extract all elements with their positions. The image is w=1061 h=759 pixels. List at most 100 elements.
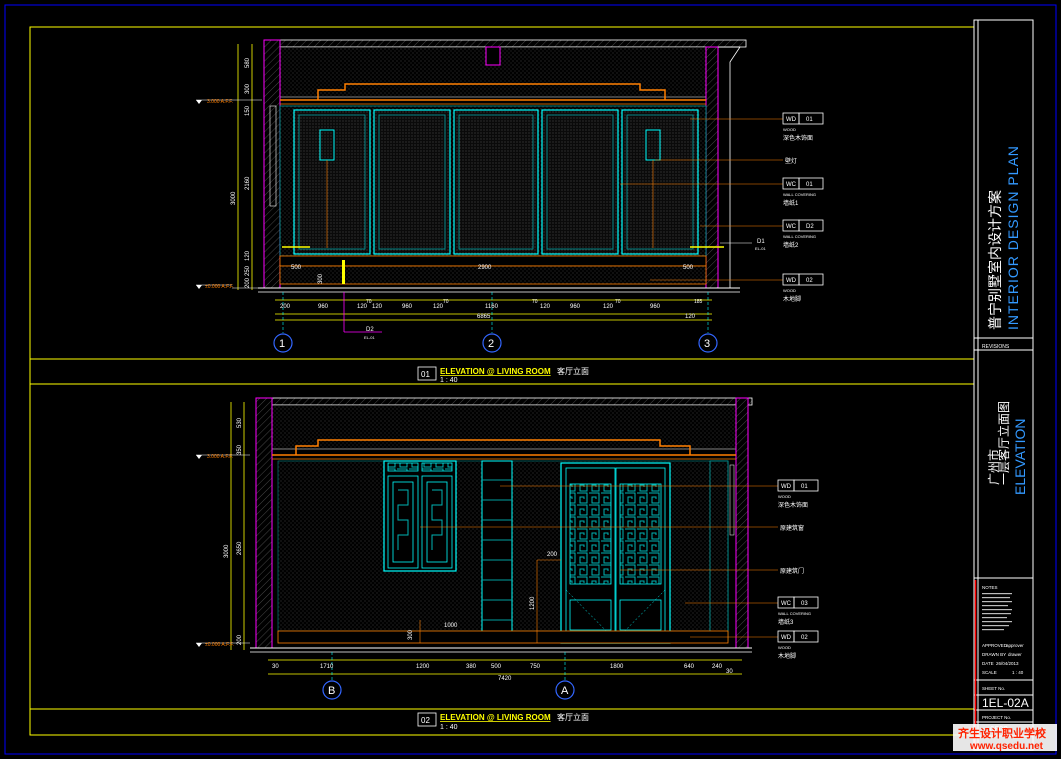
e2-inner-dim-2: 300 — [408, 629, 414, 640]
e2-height-dim-4: 2650 — [237, 541, 243, 555]
e1-overall-dim-2: 120 — [685, 314, 696, 320]
e2-bottom-dim-6: 750 — [530, 664, 541, 670]
e2-title: ELEVATION @ LIVING ROOM — [440, 713, 551, 722]
e1-bottom-dim-3: 120 — [357, 304, 368, 310]
e2-title-num: 02 — [421, 716, 430, 725]
e1-section-ref-2: EL-01 — [364, 335, 375, 340]
date-label: DATE — [982, 661, 994, 666]
e1-title: ELEVATION @ LIVING ROOM — [440, 367, 551, 376]
notes-label: NOTES — [982, 585, 998, 590]
e1-bottom-dim-7: 120 — [433, 304, 444, 310]
e2-level-top: 3.000 A.F.F. — [207, 454, 233, 460]
e1-height-dim-7: 250 — [245, 265, 251, 276]
e1-height-dim-4: 2160 — [245, 176, 251, 190]
e1-tag-4-sub: WOOD — [783, 288, 796, 293]
e1-tag-wc01 — [782, 177, 824, 190]
e1-inner-dim-1: 500 — [291, 265, 302, 271]
e2-grid-a: A — [561, 685, 569, 697]
e1-tag-wd01 — [782, 112, 824, 125]
e1-grid-2: 2 — [488, 338, 494, 350]
e2-tag-wc03 — [777, 596, 819, 609]
e2-bottom-dim-3: 1200 — [416, 664, 430, 670]
project-title-en: INTERIOR DESIGN PLAN — [1005, 145, 1021, 330]
watermark-line-1: 齐生设计职业学校 — [958, 726, 1047, 740]
approval-label: APPROVED — [982, 643, 1008, 648]
e1-tag-2-sub: WALL COVERING — [783, 192, 816, 197]
e2-tag-3-sub: WOOD — [778, 645, 791, 650]
e2-tag-2-sub: WALL COVERING — [778, 611, 811, 616]
e1-level-top: 3.000 A.F.F. — [207, 99, 233, 105]
drawing-title-en: ELEVATION — [1012, 418, 1028, 495]
e1-tag-1-sub: WOOD — [783, 127, 796, 132]
title-block — [973, 19, 1034, 751]
e1-height-dim-2: 300 — [245, 83, 251, 94]
e2-bottom-dim-9: 240 — [712, 664, 723, 670]
e1-bottom-dim-6: 960 — [402, 304, 413, 310]
e1-tag-wd02 — [782, 273, 824, 286]
drawn-value: drawer — [1008, 652, 1022, 657]
e2-height-dim-5: 200 — [237, 634, 243, 645]
e2-tag-wd01 — [777, 479, 819, 492]
e2-tag-3-label: 木地脚 — [778, 652, 796, 660]
e1-scale: 1 : 40 — [440, 377, 458, 384]
e2-title-box — [417, 712, 437, 727]
e1-tag-2-code: WC — [786, 182, 797, 188]
e2-scale: 1 : 40 — [440, 724, 458, 731]
e2-tag-2-label: 墙纸3 — [778, 618, 794, 626]
e2-inner-dim-4: 1200 — [530, 596, 536, 610]
e1-bottom-dim-1: 200 — [280, 304, 291, 310]
e1-title-num: 01 — [421, 370, 430, 379]
e1-bottom-dim-4: 70 — [366, 299, 372, 305]
e1-height-dim-1: 580 — [245, 57, 251, 68]
e2-tag-3-code: WD — [781, 635, 792, 641]
e2-bottom-dim-7: 1800 — [610, 664, 624, 670]
watermark-line-2: www.qsedu.net — [969, 741, 1044, 752]
e1-bottom-dim-8: 70 — [443, 299, 449, 305]
e1-section-ref-b-2: EL-01 — [755, 246, 766, 251]
e1-tag-2-num: 01 — [806, 182, 813, 188]
e2-door-label: 原建筑门 — [780, 567, 804, 575]
e1-section-ref-b-1: D1 — [757, 239, 765, 245]
e2-tag-1-sub: WOOD — [778, 494, 791, 499]
sheet-number: 1EL-02A — [982, 696, 1029, 710]
e2-bottom-dim-4: 380 — [466, 664, 477, 670]
e1-tag-3-label: 墙纸2 — [783, 241, 799, 249]
e1-height-dim-6: 120 — [245, 250, 251, 261]
e2-bottom-dim-10: 30 — [726, 669, 733, 675]
e1-tag-4-label: 木地脚 — [783, 295, 801, 303]
e1-tag-wcd2 — [782, 219, 824, 232]
e1-grid-3: 3 — [704, 338, 710, 350]
e2-height-dim-2: 350 — [237, 444, 243, 455]
e1-tag-1-num: 01 — [806, 117, 813, 123]
e1-height-dim-8: 200 — [245, 277, 251, 288]
e1-bottom-dim-16: 185 — [694, 299, 703, 305]
e1-tag-4-num: 02 — [806, 278, 813, 284]
approval-value: approver — [1006, 643, 1024, 648]
notes-text — [982, 593, 1012, 631]
e1-tag-2-label: 墙纸1 — [783, 199, 799, 207]
e1-section-ref-1: D2 — [366, 327, 374, 333]
e2-title-cn: 客厅立面 — [557, 712, 589, 722]
e1-bottom-dim-11: 120 — [540, 304, 551, 310]
e1-bottom-dim-5: 120 — [372, 304, 383, 310]
e2-grid-b: B — [328, 685, 335, 697]
e1-bottom-dim-2: 960 — [318, 304, 329, 310]
e1-height-dim-3: 150 — [245, 105, 251, 116]
e1-grid-1: 1 — [279, 338, 285, 350]
e1-tag-1-code: WD — [786, 117, 797, 123]
e2-level-bottom: ±0.000 A.F.F. — [205, 642, 234, 648]
e1-title-cn: 客厅立面 — [557, 366, 589, 376]
e1-inner-dim-2: 2900 — [478, 265, 492, 271]
e2-tag-2-num: 03 — [801, 601, 808, 607]
e2-height-dim-3: 3000 — [224, 544, 230, 558]
e2-tag-3-num: 02 — [801, 635, 808, 641]
project-no-label: PROJECT No. — [982, 715, 1011, 720]
scale-value: 1 : 40 — [1012, 670, 1024, 675]
e1-tag-4-code: WD — [786, 278, 797, 284]
e2-tag-wd02 — [777, 630, 819, 643]
e1-tag-3-sub: WALL COVERING — [783, 234, 816, 239]
drawing-title-cn-2: 一层客厅立面图 — [996, 401, 1011, 485]
drawing-title-cn-1: 广州市 — [986, 449, 1001, 485]
e2-inner-dim-1: 1000 — [444, 623, 458, 629]
